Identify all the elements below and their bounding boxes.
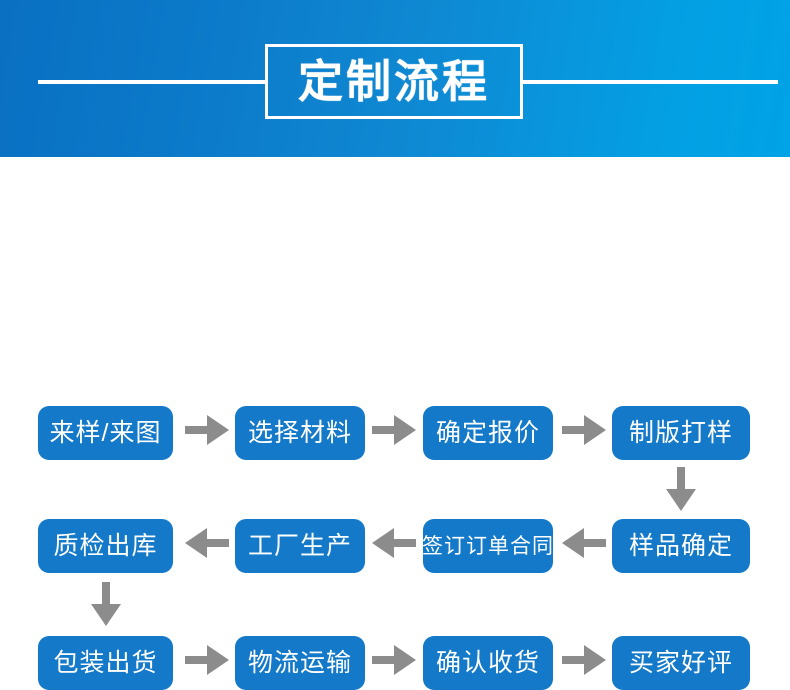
arrow-left-icon [372, 528, 416, 558]
arrow-shaft [102, 582, 110, 608]
arrow-down-icon [666, 467, 696, 511]
arrow-down-icon [91, 582, 121, 626]
arrow-head [207, 415, 229, 445]
flow-node-label: 工厂生产 [247, 531, 352, 560]
arrow-right-icon [372, 415, 416, 445]
flow-node-label: 包装出货 [53, 648, 158, 677]
arrow-shaft [580, 539, 606, 547]
flow-node-label: 来样/来图 [49, 418, 162, 447]
page-title: 定制流程 [297, 56, 490, 107]
arrow-head [207, 645, 229, 675]
flow-node-label: 物流运输 [247, 648, 352, 677]
flow-node-label: 确认收货 [435, 648, 540, 677]
flow-node-bao-zhuang-chu-huo[interactable]: 包装出货 [38, 636, 173, 690]
arrow-shaft [203, 539, 229, 547]
page-header-banner: 定制流程 [0, 0, 790, 157]
arrow-head [185, 528, 207, 558]
flow-node-wu-liu-yun-shu[interactable]: 物流运输 [235, 636, 365, 690]
flow-node-label: 质检出库 [53, 531, 158, 560]
flow-node-qian-ding-ding-dan-he-tong[interactable]: 签订订单合同 [422, 519, 554, 573]
flow-node-zhi-ban-da-yang[interactable]: 制版打样 [612, 406, 750, 460]
flow-node-que-ren-shou-huo[interactable]: 确认收货 [423, 636, 553, 690]
flow-node-label: 制版打样 [628, 418, 733, 447]
flow-node-mai-jia-hao-ping[interactable]: 买家好评 [612, 636, 750, 690]
flow-node-label: 样品确定 [628, 531, 733, 560]
flow-node-label: 买家好评 [628, 648, 733, 677]
arrow-head [666, 489, 696, 511]
arrow-shaft [372, 426, 398, 434]
arrow-head [584, 415, 606, 445]
flow-node-yang-pin-que-ding[interactable]: 样品确定 [612, 519, 750, 573]
flow-node-gong-chang-sheng-chan[interactable]: 工厂生产 [235, 519, 365, 573]
flow-node-xuan-ze-cai-liao[interactable]: 选择材料 [235, 406, 365, 460]
arrow-shaft [390, 539, 416, 547]
arrow-left-icon [562, 528, 606, 558]
flow-node-lai-yang-lai-tu[interactable]: 来样/来图 [38, 406, 173, 460]
flow-node-zhi-jian-chu-ku[interactable]: 质检出库 [38, 519, 173, 573]
arrow-left-icon [185, 528, 229, 558]
arrow-right-icon [372, 645, 416, 675]
arrow-right-icon [185, 645, 229, 675]
flow-node-label: 选择材料 [247, 418, 352, 447]
arrow-right-icon [562, 415, 606, 445]
process-flow-diagram: 来样/来图 选择材料 确定报价 制版打样 样品确定 签订订单合同 [0, 157, 790, 690]
arrow-shaft [562, 426, 588, 434]
arrow-right-icon [562, 645, 606, 675]
banner-rule-right [522, 80, 778, 84]
arrow-right-icon [185, 415, 229, 445]
arrow-head [394, 645, 416, 675]
flow-node-label: 签订订单合同 [422, 534, 554, 558]
flow-node-que-ding-bao-jia[interactable]: 确定报价 [423, 406, 553, 460]
arrow-shaft [185, 426, 211, 434]
arrow-head [372, 528, 394, 558]
banner-rule-left [38, 80, 268, 84]
page-title-box: 定制流程 [265, 44, 523, 119]
arrow-head [394, 415, 416, 445]
arrow-head [584, 645, 606, 675]
flow-node-label: 确定报价 [435, 418, 540, 447]
arrow-head [562, 528, 584, 558]
arrow-head [91, 604, 121, 626]
arrow-shaft [677, 467, 685, 493]
